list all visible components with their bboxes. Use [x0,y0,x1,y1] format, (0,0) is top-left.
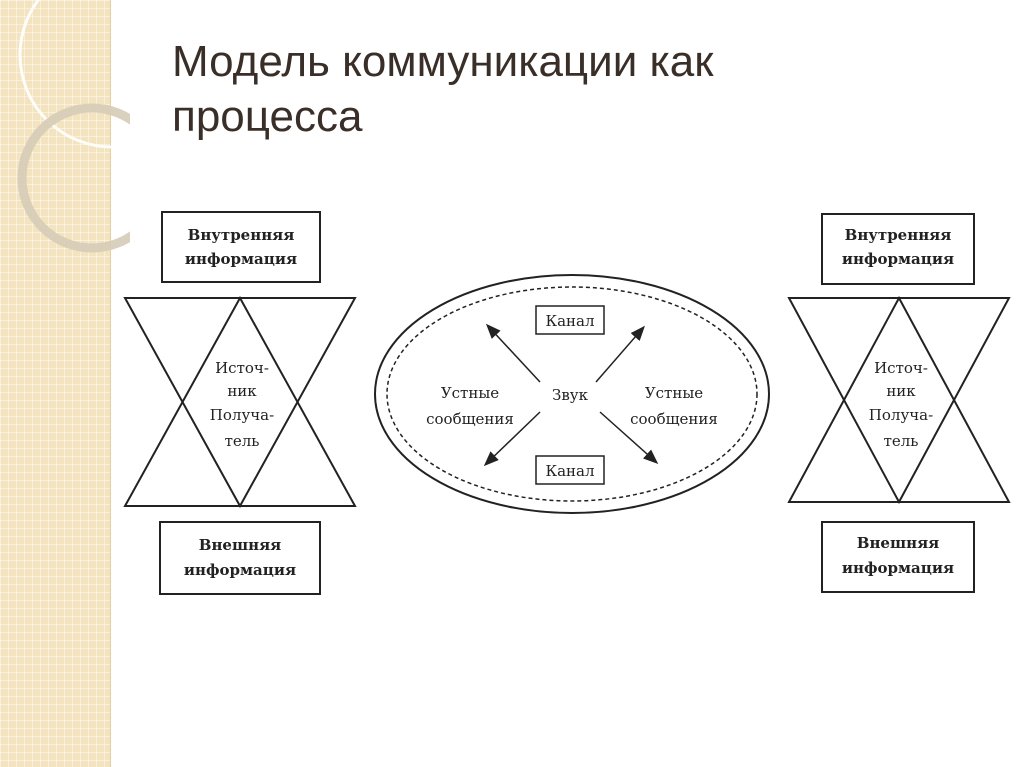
channel-right-label-line1: Устные [645,384,703,402]
right-external-info-line2: информация [842,559,954,577]
right-external-info-line1: Внешняя [857,534,939,552]
left-participant: Внутренняя информация Источ- ник Получа-… [123,211,357,595]
channel-top-box [535,305,605,335]
channel-inner-dashed-ellipse [386,286,758,502]
channel-bottom-box [535,455,605,485]
channel-left-label-line2: сообщения [426,410,514,428]
channel-right-label-line2: сообщения [630,410,718,428]
left-center-line1: Источ- [215,359,269,377]
left-upward-triangle [123,295,357,507]
arrow-down-right [599,411,659,464]
left-center-line4: тель [225,432,260,450]
slide-title: Модель коммуникации как процесса [172,34,932,144]
arrow-down-left [483,411,541,467]
left-internal-info-line1: Внутренняя [188,226,295,244]
right-internal-info-line1: Внутренняя [845,226,952,244]
arrow-up-right [595,325,645,383]
right-participant: Внутренняя информация Источ- ник Получа-… [787,213,1011,593]
left-internal-info-box [161,211,321,283]
channel-outer-ellipse [374,274,770,514]
channel-top-label: Канал [545,312,594,330]
right-internal-info-line2: информация [842,250,954,268]
left-external-info-box [159,521,321,595]
right-center-line3: Получа- [869,406,933,424]
left-internal-info-line2: информация [185,250,297,268]
left-downward-triangle [123,297,357,509]
right-center-line1: Источ- [874,359,928,377]
channel-center-label: Звук [552,386,589,404]
left-external-info-line2: информация [184,561,296,579]
left-external-info-line1: Внешняя [199,536,281,554]
right-downward-triangle [787,297,1011,505]
right-center-line2: ник [886,382,916,400]
left-center-line3: Получа- [210,406,274,424]
right-center-line4: тель [884,432,919,450]
title-line-1: Модель коммуникации как [172,37,714,86]
channel-area: Канал Канал Звук Устные сообщения Устные… [374,274,770,514]
channel-bottom-label: Канал [545,462,594,480]
left-center-line2: ник [227,382,257,400]
channel-left-label-line1: Устные [441,384,499,402]
right-external-info-box [821,521,975,593]
title-line-2: процесса [172,92,363,141]
arrow-up-left [485,323,541,383]
right-upward-triangle [787,295,1011,503]
right-internal-info-box [821,213,975,285]
